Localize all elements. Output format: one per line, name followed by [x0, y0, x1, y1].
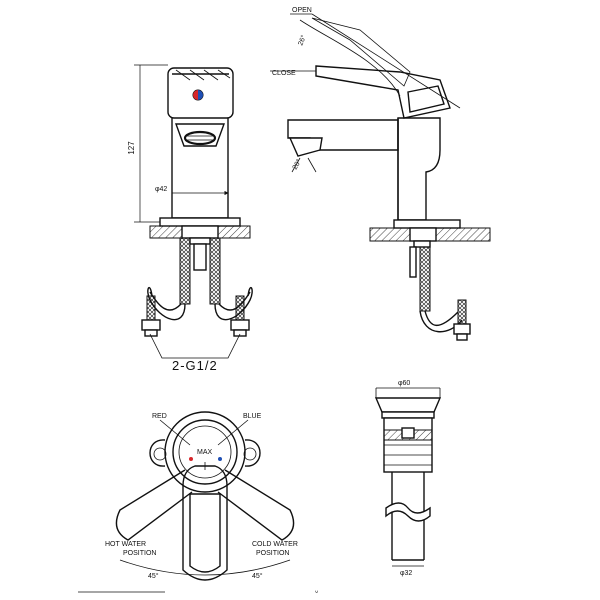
cold-position-line2: POSITION — [256, 550, 289, 557]
side-view: OPEN 26° CLOSE 20° — [270, 7, 491, 341]
top-view: RED BLUE MAX HOT WATER POSITION COLD WAT… — [105, 411, 298, 581]
hot-position-line1: HOT WATER — [105, 541, 146, 548]
body-diameter: φ42 — [155, 186, 167, 193]
front-view: 127 φ42 — [127, 64, 253, 373]
spout-angle: 20° — [291, 158, 303, 171]
drain-bottom-diameter: φ32 — [400, 570, 412, 577]
drain-top-diameter: φ60 — [398, 380, 410, 387]
thread-size: 2-G1/2 — [172, 358, 218, 373]
left-angle: 45° — [148, 572, 159, 580]
cold-position-line1: COLD WATER — [252, 541, 298, 548]
right-angle: 45° — [252, 572, 263, 580]
red-label: RED — [152, 413, 167, 420]
close-label: CLOSE — [272, 70, 296, 77]
handle-angle: 26° — [296, 34, 307, 47]
height-dimension: 127 — [127, 141, 136, 155]
open-label: OPEN — [292, 7, 312, 14]
corner-mark: ᐡ — [315, 589, 318, 598]
cold-marker-icon — [218, 457, 222, 461]
hot-marker-icon — [189, 457, 193, 461]
blue-label: BLUE — [243, 413, 262, 420]
hot-position-line2: POSITION — [123, 550, 156, 557]
max-label: MAX — [197, 449, 213, 456]
drain-view: φ60 φ32 — [374, 380, 442, 577]
